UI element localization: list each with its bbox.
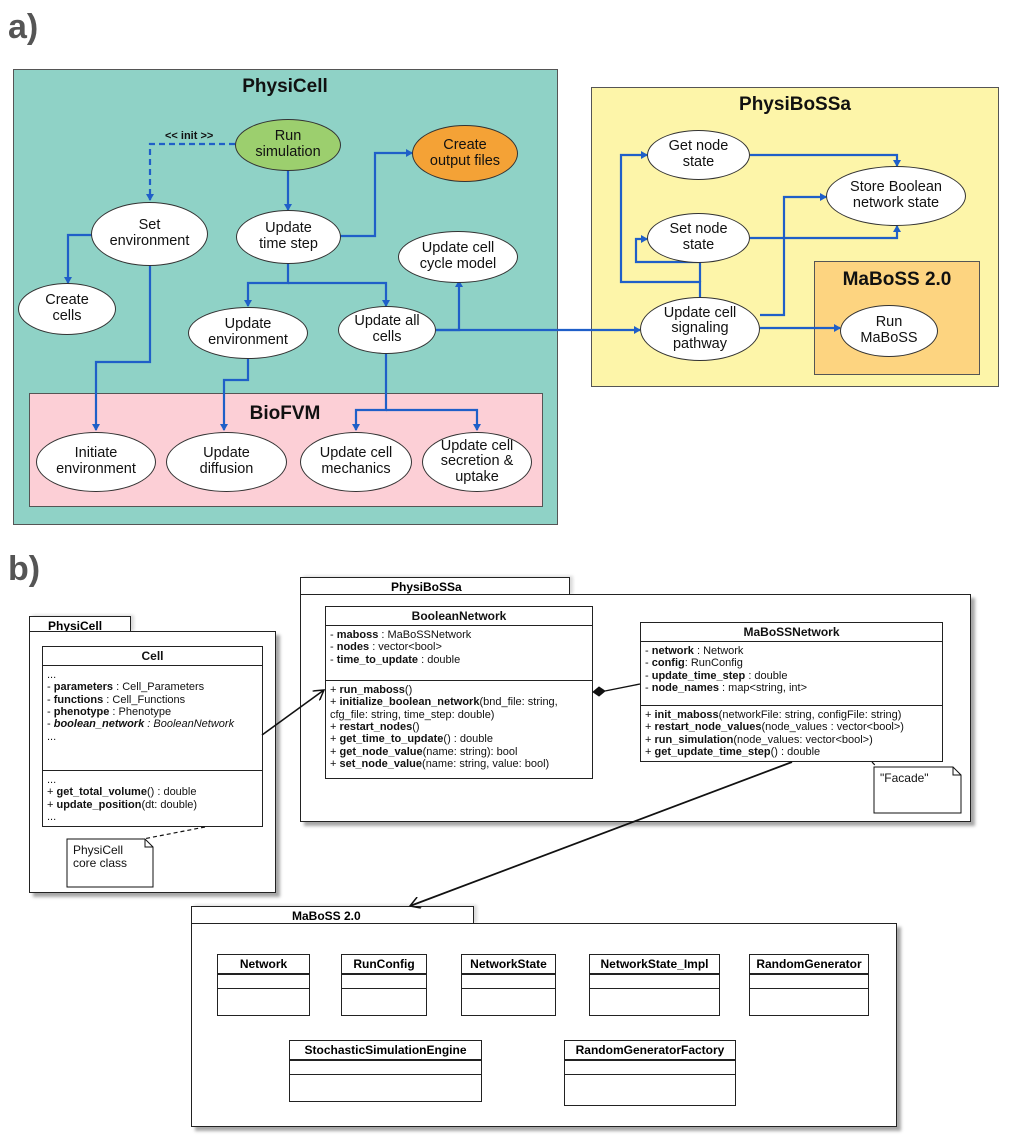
class-randomgeneratorfactory: RandomGeneratorFactory xyxy=(564,1040,736,1106)
cell-attr-phenotype: - phenotype : Phenotype xyxy=(47,705,172,718)
node-run-maboss: Run MaBoSS xyxy=(840,305,938,357)
class-networkstate-name: NetworkState xyxy=(462,955,555,974)
cell-op-update-position: + update_position(dt: double) xyxy=(47,798,198,811)
cell-op-ellipsis-bottom: ... xyxy=(47,810,57,823)
node-update-all-cells: Update all cells xyxy=(338,306,436,354)
bn-op-initialize-continuation: cfg_file: string, time_step: double) xyxy=(330,708,495,721)
node-create-output-files: Create output files xyxy=(412,125,518,182)
cell-attr-functions: - functions : Cell_Functions xyxy=(47,693,186,706)
physicell-region-title: PhysiCell xyxy=(242,76,328,97)
mn-attr-update-time-step: - update_time_step : double xyxy=(645,669,788,682)
class-maboss-network-operations: + init_maboss(networkFile: string, confi… xyxy=(641,705,942,761)
class-randomgeneratorfactory-name: RandomGeneratorFactory xyxy=(565,1041,735,1060)
cell-op-get-total-volume: + get_total_volume() : double xyxy=(47,786,197,799)
class-networkstate: NetworkState xyxy=(461,954,556,1016)
class-cell: Cell ... - parameters : Cell_Parameters … xyxy=(42,646,263,827)
class-maboss-network-name: MaBoSSNetwork xyxy=(641,623,942,642)
class-stochastic-simulation-engine: StochasticSimulationEngine xyxy=(289,1040,482,1102)
bn-op-run-maboss: + run_maboss() xyxy=(330,684,413,696)
bn-attr-time-to-update: - time_to_update : double xyxy=(330,653,461,666)
node-initiate-environment: Initiate environment xyxy=(36,432,156,492)
node-get-node-state: Get node state xyxy=(647,130,750,180)
mn-op-run-simulation: + run_simulation(node_values: vector<boo… xyxy=(645,733,873,746)
class-boolean-network-name: BooleanNetwork xyxy=(326,607,592,626)
class-boolean-network-operations: + run_maboss() + initialize_boolean_netw… xyxy=(326,680,592,773)
bn-op-get-node-value: + get_node_value(name: string): bool xyxy=(330,745,518,758)
flow-arrows xyxy=(64,142,901,431)
init-label: << init >> xyxy=(165,130,214,142)
class-randomgenerator: RandomGenerator xyxy=(749,954,869,1016)
physicell-core-class-note: PhysiCell core class xyxy=(73,843,128,871)
node-update-cell-signaling: Update cell signaling pathway xyxy=(640,297,760,361)
class-stochastic-simulation-engine-name: StochasticSimulationEngine xyxy=(290,1041,481,1060)
facade-note: "Facade" xyxy=(880,771,929,785)
cell-attr-boolean-network: - boolean_network : BooleanNetwork xyxy=(47,718,235,731)
class-maboss-network-attributes: - network : Network - config: RunConfig … xyxy=(641,642,942,705)
class-network-name: Network xyxy=(218,955,309,974)
class-boolean-network-attributes: - maboss : MaBoSSNetwork - nodes : vecto… xyxy=(326,626,592,680)
node-update-diffusion: Update diffusion xyxy=(166,432,287,492)
mn-op-init-maboss: + init_maboss(networkFile: string, confi… xyxy=(645,709,902,721)
node-update-cell-secretion: Update cell secretion & uptake xyxy=(422,432,532,492)
class-networkstate-impl-name: NetworkState_Impl xyxy=(590,955,719,974)
bn-op-set-node-value: + set_node_value(name: string, value: bo… xyxy=(330,757,550,770)
node-run-simulation: Run simulation xyxy=(235,119,341,171)
bn-op-initialize-boolean-network: + initialize_boolean_network(bnd_file: s… xyxy=(330,696,558,709)
mn-attr-network: - network : Network xyxy=(645,645,744,657)
mn-attr-node-names: - node_names : map<string, int> xyxy=(645,681,808,694)
mn-attr-config: - config: RunConfig xyxy=(645,657,743,670)
class-boolean-network: BooleanNetwork - maboss : MaBoSSNetwork … xyxy=(325,606,593,779)
node-create-cells: Create cells xyxy=(18,283,116,335)
physibossa-package-tab: PhysiBoSSa xyxy=(300,577,570,595)
mn-op-restart-node-values: + restart_node_values(node_values : vect… xyxy=(645,721,904,734)
panel-label-b: b) xyxy=(8,550,41,588)
class-randomgenerator-name: RandomGenerator xyxy=(750,955,868,974)
class-runconfig-name: RunConfig xyxy=(342,955,426,974)
node-store-boolean-network-state: Store Boolean network state xyxy=(826,166,966,226)
cell-attr-ellipsis-bottom: ... xyxy=(47,730,57,743)
node-update-time-step: Update time step xyxy=(236,210,341,264)
maboss-package-tab: MaBoSS 2.0 xyxy=(191,906,474,924)
class-network: Network xyxy=(217,954,310,1016)
physicell-package-tab: PhysiCell xyxy=(29,616,131,633)
class-cell-name: Cell xyxy=(43,647,262,666)
class-cell-operations: ... + get_total_volume() : double + upda… xyxy=(43,770,262,826)
physibossa-region-title: PhysiBoSSa xyxy=(739,94,851,115)
maboss-region-title: MaBoSS 2.0 xyxy=(842,269,952,290)
node-update-cell-cycle: Update cell cycle model xyxy=(398,231,518,283)
class-maboss-network: MaBoSSNetwork - network : Network - conf… xyxy=(640,622,943,762)
bn-attr-maboss: - maboss : MaBoSSNetwork xyxy=(330,629,472,641)
node-update-cell-mechanics: Update cell mechanics xyxy=(300,432,412,492)
panel-label-a: a) xyxy=(8,8,39,46)
node-set-environment: Set environment xyxy=(91,202,208,266)
class-cell-attributes: ... - parameters : Cell_Parameters - fun… xyxy=(43,666,262,770)
node-set-node-state: Set node state xyxy=(647,213,750,263)
node-update-environment: Update environment xyxy=(188,307,308,359)
bn-attr-nodes: - nodes : vector<bool> xyxy=(330,641,442,654)
class-networkstate-impl: NetworkState_Impl xyxy=(589,954,720,1016)
class-runconfig: RunConfig xyxy=(341,954,427,1016)
cell-op-ellipsis-top: ... xyxy=(47,774,57,786)
cell-attr-parameters: - parameters : Cell_Parameters xyxy=(47,681,205,694)
biofvm-region-title: BioFVM xyxy=(249,403,321,424)
bn-op-restart-nodes: + restart_nodes() xyxy=(330,720,420,733)
bn-op-get-time-to-update: + get_time_to_update() : double xyxy=(330,733,493,746)
cell-attr-ellipsis-top: ... xyxy=(47,669,57,681)
mn-op-get-update-time-step: + get_update_time_step() : double xyxy=(645,745,821,758)
